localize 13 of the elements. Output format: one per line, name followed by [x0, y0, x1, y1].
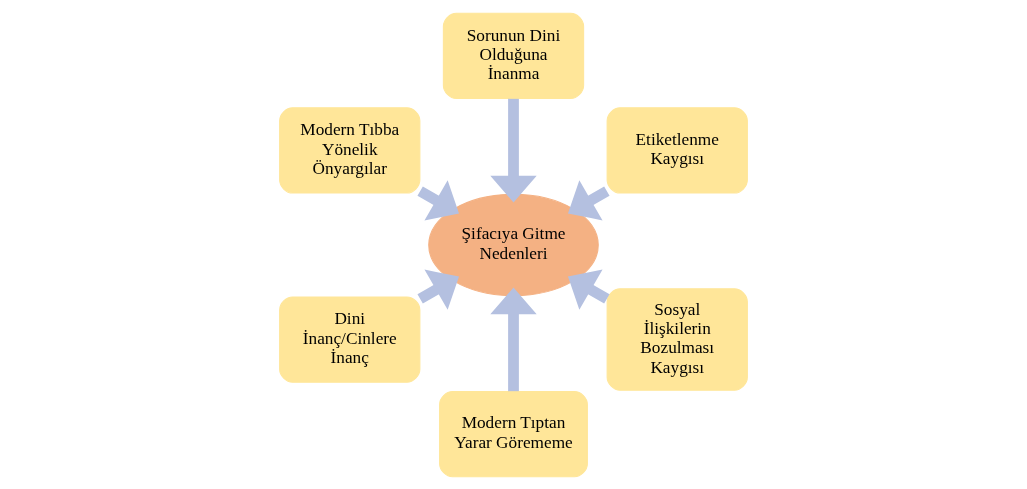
arrow	[567, 179, 610, 220]
node-box: Modern Tıbba Yönelik Önyargılar	[279, 106, 421, 194]
node-box: Sorunun Dini Olduğuna İnanma	[442, 12, 585, 99]
arrow	[490, 98, 537, 202]
node-box: Dini İnanç/Cinlere İnanç	[279, 295, 421, 383]
arrow	[417, 179, 460, 220]
node-box: Etiketlenme Kaygısı	[606, 106, 748, 194]
node-ellipse: Şifacıya Gitme Nedenleri	[428, 193, 599, 296]
arrow	[490, 287, 537, 391]
node-box: Sosyal İlişkilerin Bozulması Kaygısı	[606, 287, 748, 391]
arrow	[567, 269, 610, 310]
arrow	[417, 269, 460, 310]
node-box: Modern Tıptan Yarar Görememe	[439, 390, 588, 477]
